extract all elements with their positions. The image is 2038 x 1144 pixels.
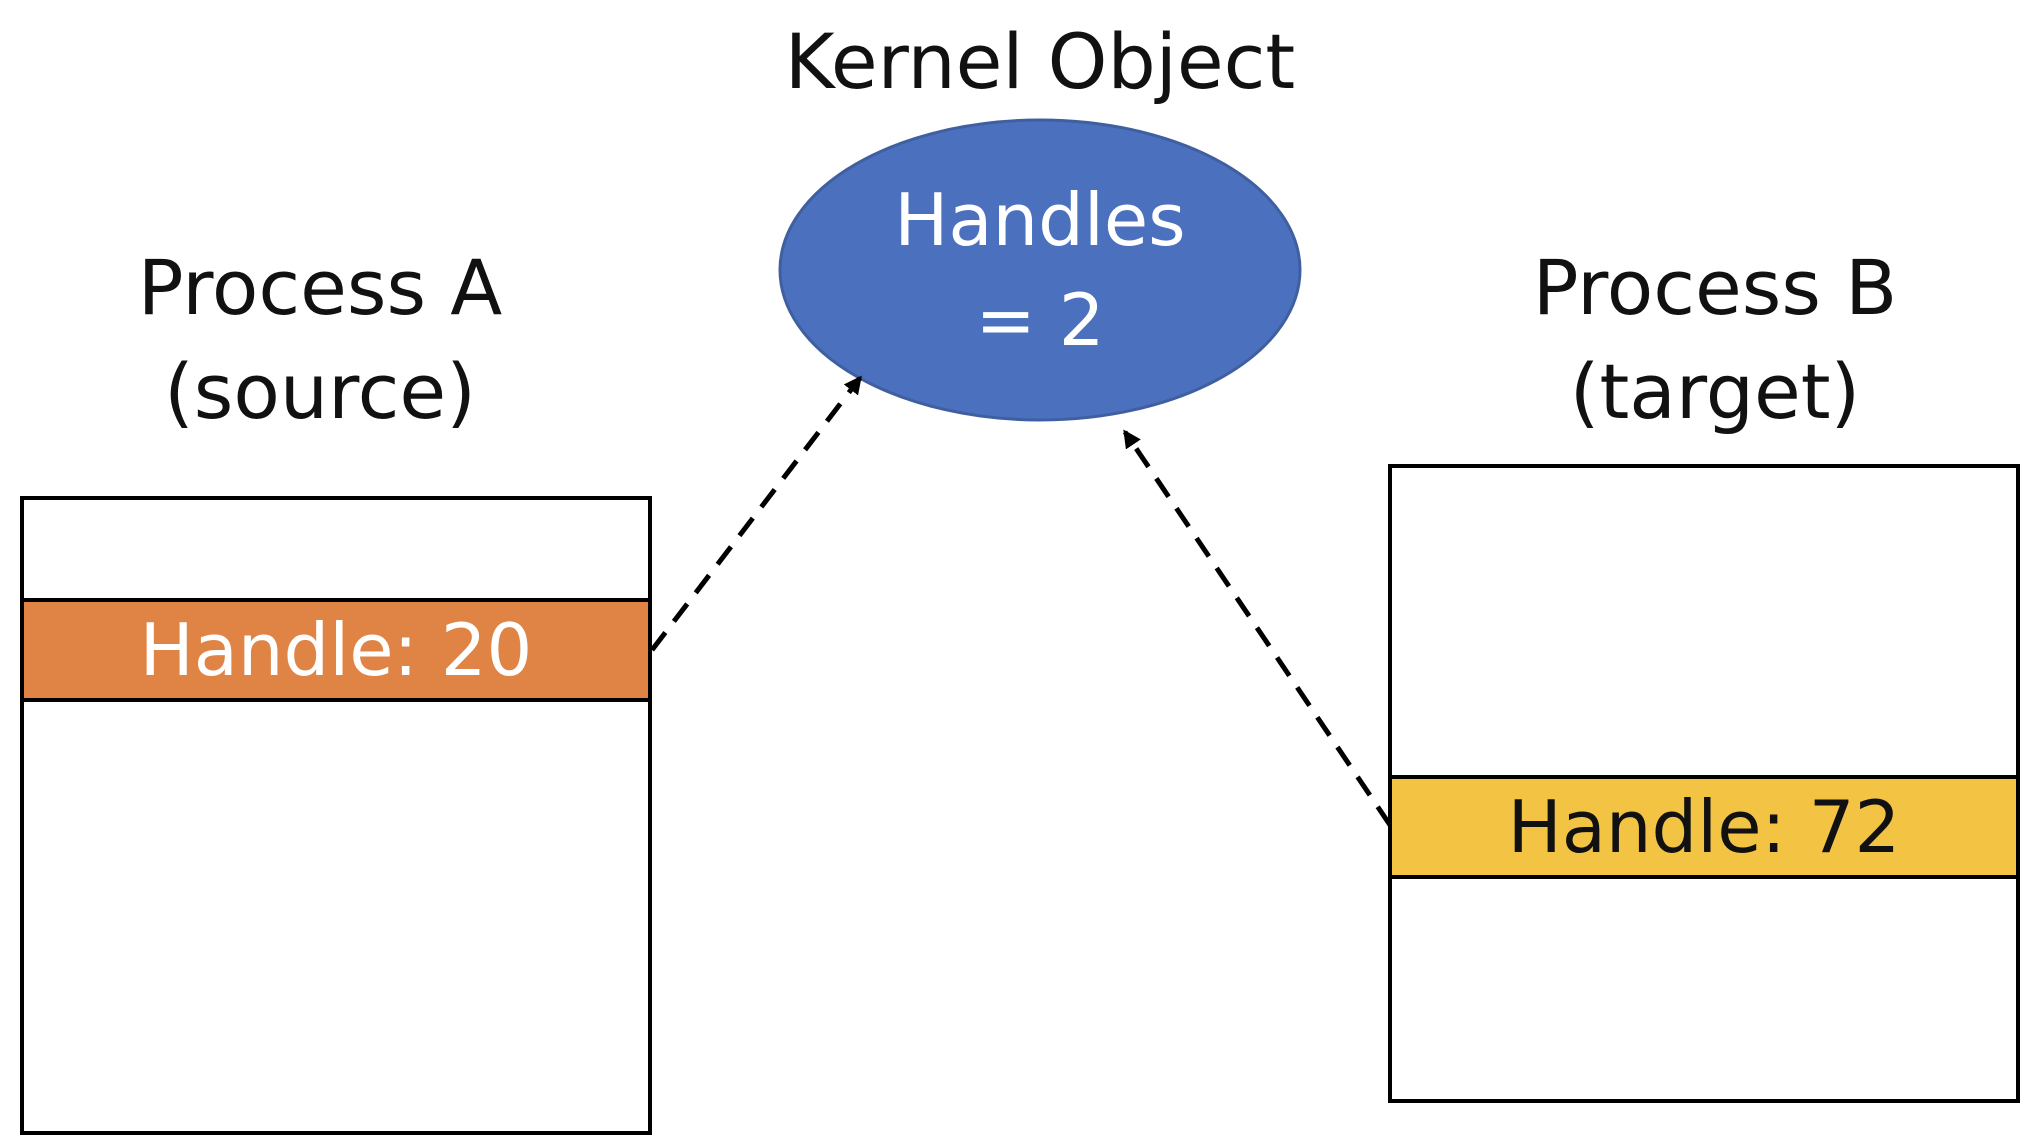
kernel-object-title: Kernel Object (784, 17, 1296, 106)
process-b-role: (target) (1569, 347, 1861, 436)
process-b-handle-label: Handle: 72 (1507, 785, 1901, 869)
process-b-title: Process B (target) (1415, 236, 2015, 444)
process-a-title: Process A (source) (20, 236, 620, 444)
kernel-handles-count: = 2 (975, 278, 1105, 362)
process-a-table (20, 496, 652, 1135)
kernel-object-content: Handles = 2 (780, 170, 1300, 370)
process-a-name: Process A (137, 243, 503, 332)
arrow-a-to-kernel (650, 375, 862, 652)
process-b-name: Process B (1532, 243, 1898, 332)
kernel-handles-label: Handles (894, 178, 1186, 262)
kernel-object-ellipse (778, 118, 1302, 422)
arrow-b-to-kernel (1122, 429, 1393, 827)
process-a-role: (source) (164, 347, 476, 436)
process-b-handle-row (1388, 775, 2020, 879)
process-a-handle-row (20, 598, 652, 702)
process-a-handle-label: Handle: 20 (139, 608, 533, 692)
